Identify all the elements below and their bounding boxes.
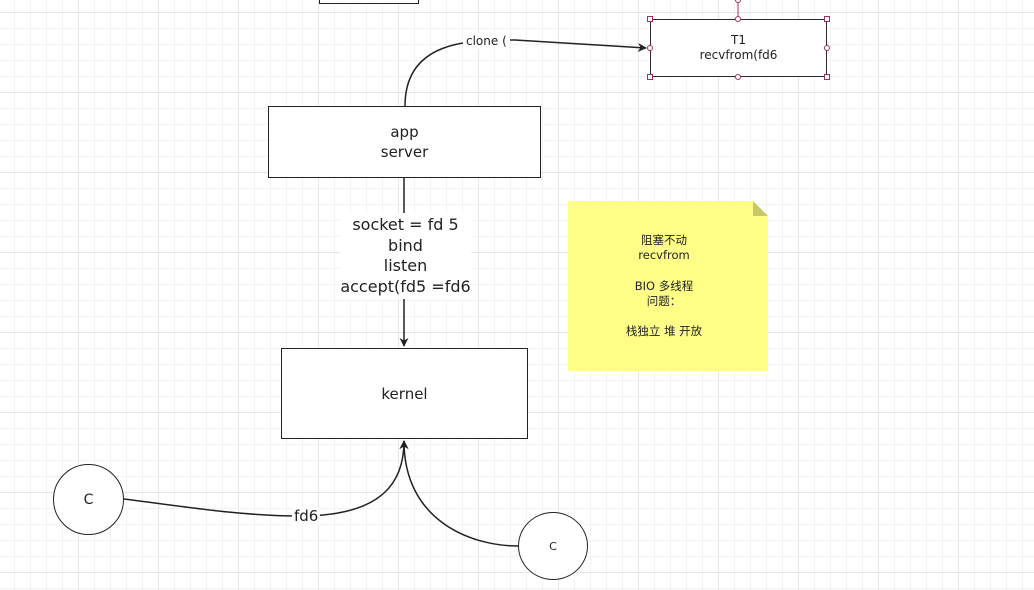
- selection-handle-left[interactable]: [647, 45, 653, 51]
- selection-handle-br[interactable]: [824, 74, 830, 80]
- client-right-label: C: [549, 539, 557, 553]
- selection-handle-bl[interactable]: [647, 74, 653, 80]
- client-left-label: C: [83, 491, 94, 508]
- edge-clone[interactable]: [404, 39, 647, 107]
- selection-handle-top[interactable]: [735, 16, 741, 22]
- selection-handle-tr[interactable]: [824, 16, 830, 22]
- edge-client-right-to-kernel[interactable]: [399, 440, 519, 547]
- partial-top-box[interactable]: [319, 0, 419, 4]
- t1-thread-box[interactable]: T1 recvfrom(fd6: [650, 19, 827, 77]
- app-server-label: app server: [380, 123, 429, 161]
- selection-handle-tl[interactable]: [647, 16, 653, 22]
- selection-handle-bottom[interactable]: [735, 74, 741, 80]
- selection-handle-right[interactable]: [824, 45, 830, 51]
- app-server-box[interactable]: app server: [268, 106, 541, 178]
- edge-client-left-to-kernel[interactable]: [123, 440, 409, 517]
- client-circle-right[interactable]: C: [518, 512, 588, 580]
- kernel-box[interactable]: kernel: [281, 348, 528, 439]
- kernel-label: kernel: [381, 384, 428, 403]
- t1-label: T1 recvfrom(fd6: [699, 33, 778, 62]
- client-circle-left[interactable]: C: [53, 464, 124, 535]
- clone-edge-label[interactable]: clone (: [463, 33, 510, 49]
- fd6-edge-label[interactable]: fd6: [292, 507, 321, 525]
- socket-edge-label[interactable]: socket = fd 5 bind listen accept(fd5 =fd…: [340, 213, 471, 299]
- sticky-note[interactable]: 阻塞不动 recvfrom BIO 多线程 问题： 栈独立 堆 开放: [568, 201, 768, 371]
- rotate-handle[interactable]: [735, 0, 741, 3]
